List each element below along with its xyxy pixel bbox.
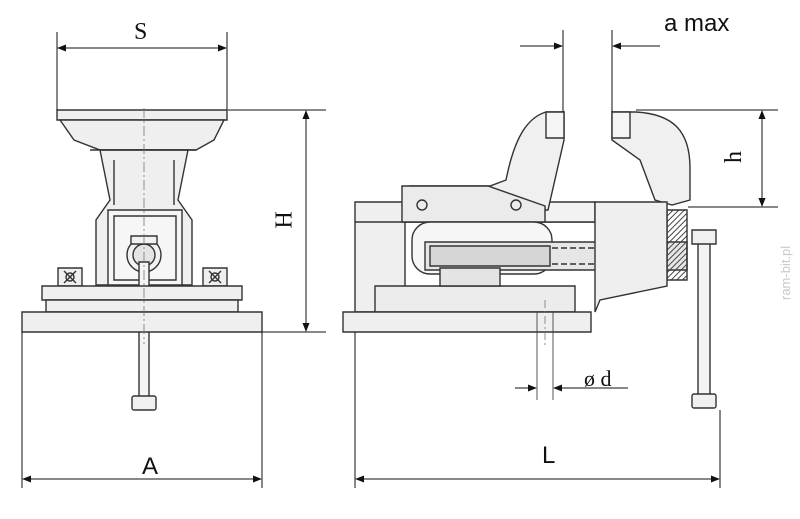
label-d: ø d — [584, 366, 612, 391]
front-dimensions — [22, 32, 326, 488]
front-handle-knob — [132, 396, 156, 410]
front-base-plate — [22, 312, 262, 332]
side-view — [343, 112, 716, 408]
front-jaw-plate — [57, 110, 227, 120]
side-fixed-jaw — [612, 112, 690, 205]
label-l: L — [542, 442, 556, 469]
side-handle-knob — [692, 394, 716, 408]
front-base-mid — [46, 300, 238, 312]
label-a-max: a max — [664, 10, 730, 37]
side-base-plate — [343, 312, 591, 332]
label-h-lower: h — [721, 151, 747, 163]
label-s: S — [134, 19, 148, 45]
label-a: A — [142, 453, 159, 480]
watermark: ram-bit.pl — [778, 245, 793, 300]
front-jaw-body — [60, 120, 224, 150]
side-handle — [698, 238, 710, 396]
front-view — [22, 108, 262, 410]
side-base-upper — [375, 286, 575, 312]
side-dimensions — [355, 30, 778, 488]
label-h-upper: H — [271, 211, 298, 229]
front-base-upper — [42, 286, 242, 300]
side-hatched-bearing — [667, 210, 687, 280]
